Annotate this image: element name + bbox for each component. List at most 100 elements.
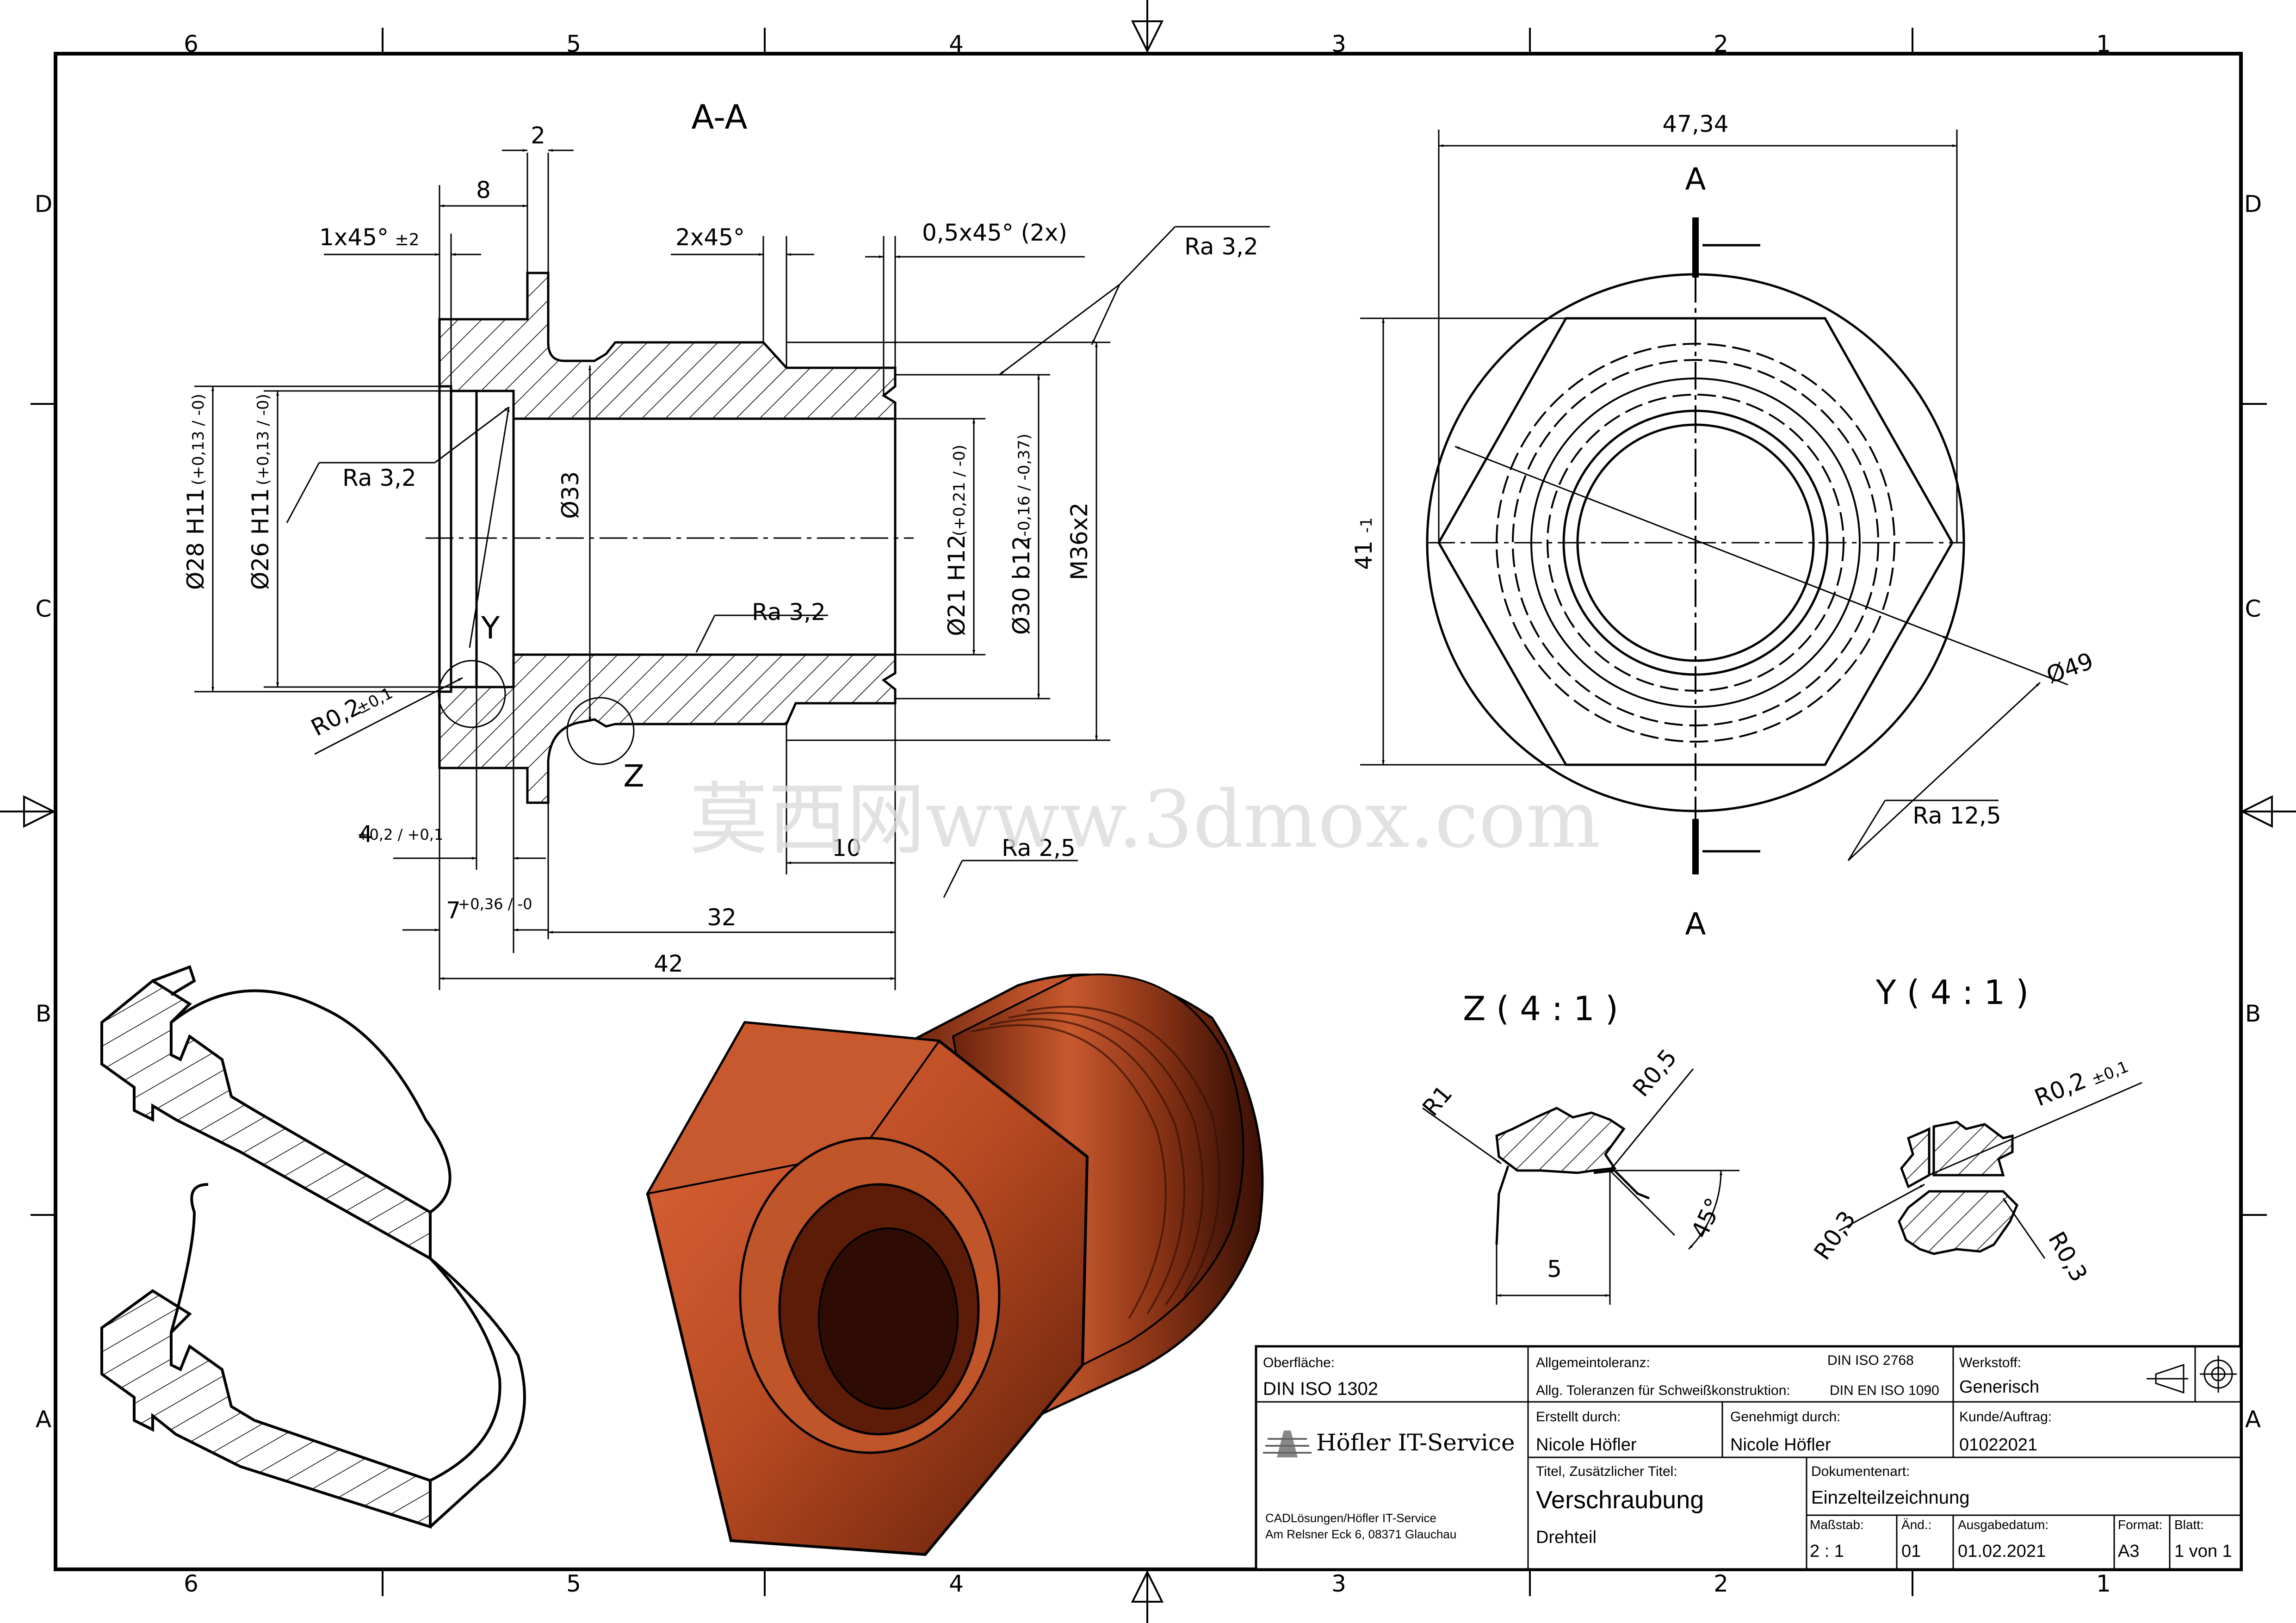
detail-z-angle: 45° — [1686, 1194, 1728, 1242]
ra-top: Ra 3,2 — [1184, 233, 1258, 260]
tb-format-value: A3 — [2118, 1542, 2139, 1561]
dim-4: 4 — [358, 821, 373, 848]
tb-surface-value: DIN ISO 1302 — [1263, 1379, 1378, 1399]
dim-d21-tol: (+0,21 / -0) — [950, 445, 969, 536]
col-bottom-3: 3 — [1331, 1570, 1346, 1597]
ra-mid: Ra 3,2 — [752, 599, 826, 626]
col-top-3: 3 — [1331, 31, 1346, 57]
col-bottom-1: 1 — [2096, 1570, 2111, 1597]
dim-thread: M36x2 — [1066, 502, 1093, 580]
dim-2: 2 — [531, 122, 545, 149]
dim-7: 7 — [446, 897, 461, 924]
tb-title-label: Titel, Zusätzlicher Titel: — [1536, 1464, 1677, 1479]
dim-10: 10 — [832, 835, 861, 861]
company-logo: Höfler IT-Service — [1263, 1429, 1515, 1457]
detail-z-title: Z ( 4 : 1 ) — [1463, 989, 1618, 1028]
detail-z-width: 5 — [1547, 1256, 1562, 1282]
row-left-c: C — [36, 595, 52, 622]
tb-title-value: Verschraubung — [1536, 1486, 1704, 1514]
tb-format-label: Format: — [2118, 1518, 2162, 1532]
dim-7-tol: +0,36 / -0 — [458, 895, 532, 913]
tb-weld-tol-label: Allg. Toleranzen für Schweißkonstruktion… — [1536, 1383, 1790, 1398]
ra-2-5: Ra 2,5 — [1002, 835, 1076, 861]
detail-y-r03-left: R0,3 — [1809, 1206, 1861, 1265]
isometric-cutaway — [100, 965, 526, 1529]
dim-32: 32 — [707, 904, 736, 931]
row-left-b: B — [36, 1000, 51, 1027]
tb-date-label: Ausgabedatum: — [1958, 1518, 2048, 1532]
tb-customer-value: 01022021 — [1959, 1435, 2037, 1455]
row-right-a: A — [2245, 1406, 2261, 1433]
tb-approved-value: Nicole Höfler — [1730, 1435, 1831, 1455]
detail-y-r03-right: R0,3 — [2043, 1227, 2092, 1287]
tb-created-value: Nicole Höfler — [1536, 1435, 1637, 1455]
tb-customer-label: Kunde/Auftrag: — [1959, 1409, 2052, 1425]
row-right-d: D — [2244, 191, 2262, 217]
section-label-bottom: A — [1685, 906, 1706, 942]
dim-d26: Ø26 H11 — [247, 488, 274, 590]
tb-sheet-label: Blatt: — [2174, 1518, 2204, 1532]
dim-d30: Ø30 b12 — [1008, 536, 1035, 635]
dim-8: 8 — [476, 177, 491, 204]
dim-d26-tol: (+0,13 / -0) — [254, 394, 272, 485]
tb-material-value: Generisch — [1959, 1377, 2039, 1397]
row-right-b: B — [2245, 1000, 2261, 1027]
watermark: 莫西网www.3dmox.com — [689, 774, 1601, 866]
row-left-d: D — [35, 191, 53, 217]
tb-material-label: Werkstoff: — [1959, 1355, 2021, 1370]
dim-4-tol: +0,2 / +0,1 — [357, 826, 444, 843]
ra-12-5: Ra 12,5 — [1912, 802, 2001, 829]
dim-47-34: 47,34 — [1662, 111, 1728, 137]
section-title: A-A — [691, 98, 747, 136]
detail-y: Y ( 4 : 1 ) R0,2 ±0,1 R0,3 R0,3 — [1809, 973, 2142, 1286]
dim-r02-tol: ±0,1 — [353, 684, 396, 718]
tb-address-line1: CADLösungen/Höfler IT-Service — [1265, 1511, 1436, 1525]
detail-y-r02: R0,2 — [2031, 1067, 2090, 1112]
tb-company-name: Höfler IT-Service — [1316, 1429, 1515, 1456]
tb-rev-label: Änd.: — [1901, 1518, 1931, 1532]
dim-41: 41 — [1350, 540, 1377, 570]
projection-symbol-icon — [2147, 1356, 2237, 1394]
detail-y-r02-tol: ±0,1 — [2089, 1058, 2131, 1089]
tb-scale-label: Maßstab: — [1810, 1518, 1864, 1532]
detail-z-r1: R1 — [1417, 1080, 1457, 1121]
col-top-2: 2 — [1714, 31, 1728, 57]
tb-doctype-value: Einzelteilzeichnung — [1811, 1487, 1969, 1508]
dim-d28: Ø28 H11 — [182, 488, 209, 590]
3d-render — [646, 973, 1264, 1556]
dim-d21: Ø21 H12 — [943, 534, 970, 636]
col-top-4: 4 — [949, 31, 964, 57]
tb-approved-label: Genehmigt durch: — [1730, 1409, 1840, 1425]
tb-address-line2: Am Relsner Eck 6, 08371 Glauchau — [1265, 1527, 1456, 1541]
ra-bore: Ra 3,2 — [342, 465, 416, 491]
detail-y-title: Y ( 4 : 1 ) — [1875, 973, 2029, 1012]
col-bottom-4: 4 — [949, 1570, 964, 1597]
section-label-top: A — [1685, 161, 1706, 197]
dim-41-tol: -1 — [1357, 517, 1376, 533]
dim-chamfer-05x45: 0,5x45° (2x) — [922, 219, 1067, 246]
col-top-5: 5 — [566, 31, 581, 57]
tb-scale-value: 2 : 1 — [1810, 1542, 1844, 1561]
row-right-c: C — [2245, 595, 2261, 622]
tb-general-tol-label: Allgemeintoleranz: — [1536, 1355, 1650, 1370]
tb-sheet-value: 1 von 1 — [2174, 1542, 2232, 1561]
dim-chamfer-1x45: 1x45° — [319, 224, 389, 251]
col-top-1: 1 — [2096, 31, 2111, 57]
tb-date-value: 01.02.2021 — [1958, 1542, 2046, 1561]
tb-surface-label: Oberfläche: — [1263, 1355, 1335, 1370]
label-y: Y — [481, 610, 500, 646]
dim-chamfer-1x45-tol: ±2 — [395, 230, 419, 249]
dim-42: 42 — [654, 950, 683, 977]
col-bottom-6: 6 — [184, 1570, 198, 1597]
tb-weld-tol-std: DIN EN ISO 1090 — [1830, 1383, 1939, 1398]
dim-d30-tol: (-0,16 / -0,37) — [1015, 434, 1034, 543]
col-bottom-5: 5 — [566, 1570, 581, 1597]
title-block: Oberfläche: DIN ISO 1302 Allgemeintolera… — [1255, 1345, 2242, 1571]
tb-rev-value: 01 — [1901, 1542, 1921, 1561]
tb-subtitle-value: Drehteil — [1536, 1528, 1597, 1547]
dim-d28-tol: (+0,13 / -0) — [189, 394, 208, 485]
dim-d33: Ø33 — [557, 471, 584, 519]
col-top-6: 6 — [184, 31, 198, 57]
